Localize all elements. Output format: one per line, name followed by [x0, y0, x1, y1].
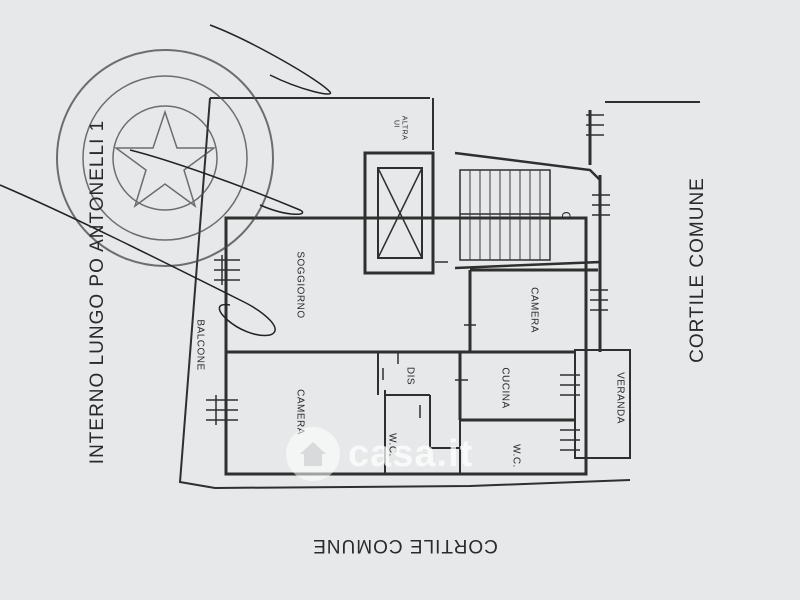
casa-it-watermark: casa.it	[286, 426, 506, 482]
cortile-comune-bottom-label: CORTILE COMUNE	[312, 535, 498, 556]
room-label-c: C	[559, 211, 573, 221]
room-label-balcone: BALCONE	[194, 319, 206, 371]
cortile-comune-right-label: CORTILE COMUNE	[687, 177, 708, 363]
window-cucina	[560, 374, 580, 396]
room-label-soggiorno: SOGGIORNO	[294, 251, 306, 319]
room-label-dis: DIS	[404, 366, 416, 386]
window-camera-right	[590, 289, 608, 311]
stamp-star-icon	[113, 109, 217, 208]
outer-left-wall	[178, 97, 216, 489]
handwritten-signature	[0, 24, 331, 337]
house-logo-icon	[286, 427, 340, 481]
elevator-inner	[377, 167, 423, 259]
watermark-text: casa.it	[348, 432, 474, 475]
room-label-cucina: CUCINA	[499, 367, 511, 409]
door-marks	[382, 261, 476, 418]
room-label-altra: ALTRA	[400, 115, 408, 141]
stair-core	[459, 169, 551, 261]
room-label-camera-right: CAMERA	[528, 287, 540, 333]
elevator-cross-b	[377, 167, 423, 259]
flat-inner-outline	[224, 216, 588, 476]
window-balcone-bottom	[206, 395, 238, 425]
window-stair	[592, 194, 610, 216]
window-balcone-top	[214, 255, 240, 285]
notary-stamp	[56, 49, 274, 267]
room-label-ui: UI	[392, 120, 400, 128]
window-corridor	[586, 114, 604, 136]
street-label: INTERNO LUNGO PO ANTONELLI 1	[87, 119, 108, 465]
window-wc-right	[560, 429, 580, 451]
room-label-veranda: VERANDA	[614, 372, 626, 424]
outer-bottom-wall	[214, 479, 631, 489]
room-label-wc-right: W.C.	[510, 444, 522, 468]
veranda-box	[574, 349, 631, 459]
elevator-outer	[363, 151, 435, 275]
